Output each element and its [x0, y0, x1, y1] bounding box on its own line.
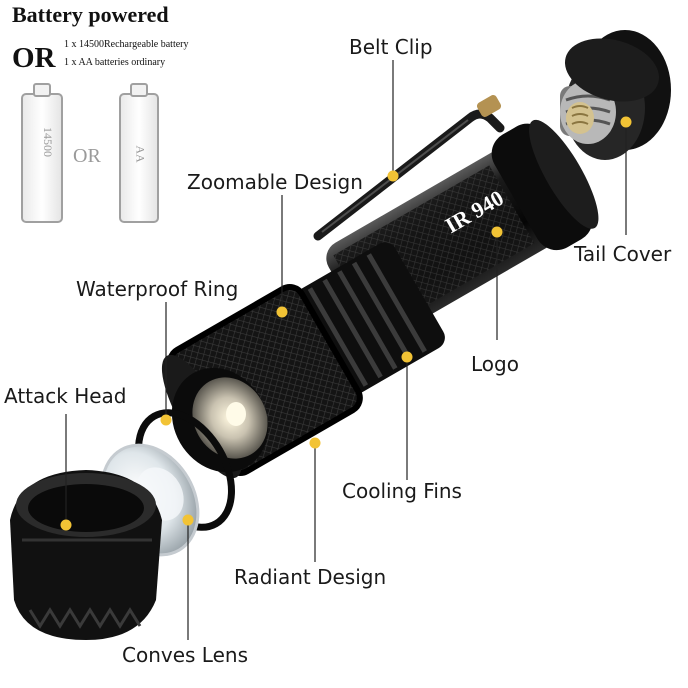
battery-option-1: 1 x 14500Rechargeable battery	[64, 39, 189, 50]
battery-14500-label: 14500	[41, 127, 55, 157]
callout-zoomable-design: Zoomable Design	[187, 170, 363, 194]
tail-cover-marker	[620, 116, 632, 128]
callout-waterproof-ring: Waterproof Ring	[76, 277, 239, 301]
belt-clip-marker	[387, 170, 399, 182]
callout-markers	[60, 116, 632, 531]
battery-aa-label: AA	[133, 145, 148, 163]
callout-belt-clip: Belt Clip	[349, 35, 433, 59]
battery-aa-icon	[119, 83, 159, 223]
attack-head-part	[10, 470, 162, 640]
waterproof-ring-marker	[160, 414, 172, 426]
battery-option-2: 1 x AA batteries ordinary	[64, 57, 166, 68]
battery-header-title: Battery powered	[12, 2, 169, 27]
callout-tail-cover: Tail Cover	[574, 242, 672, 266]
logo-marker	[491, 226, 503, 238]
radiant-design-marker	[309, 437, 321, 449]
callout-attack-head: Attack Head	[4, 384, 127, 408]
battery-or-label: OR	[12, 42, 56, 74]
battery-14500-icon	[21, 83, 63, 223]
leader-lines	[65, 60, 627, 640]
conves-lens-marker	[182, 514, 194, 526]
flashlight-body	[161, 95, 599, 479]
zoomable-design-marker	[276, 306, 288, 318]
cooling-fins-marker	[401, 351, 413, 363]
callout-radiant-design: Radiant Design	[234, 565, 387, 589]
callout-cooling-fins: Cooling Fins	[342, 479, 462, 503]
callout-conves-lens: Conves Lens	[122, 643, 248, 667]
attack-head-marker	[60, 519, 72, 531]
battery-or-separator: OR	[73, 145, 101, 167]
tail-cover-part	[560, 30, 671, 160]
callout-logo: Logo	[471, 352, 519, 376]
